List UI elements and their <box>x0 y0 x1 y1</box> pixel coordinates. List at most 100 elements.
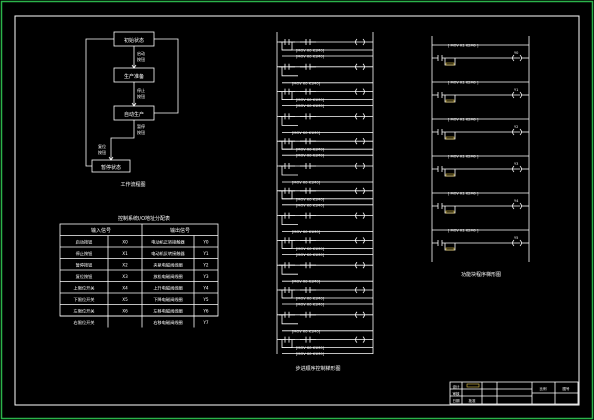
io-table-cell: Y4 <box>202 286 209 291</box>
flowchart-caption: 工作流程图 <box>120 181 145 188</box>
ladder-coil-label: Y3 <box>514 162 518 166</box>
ladder-instruction: [ MOV K1 K2M0 ] <box>448 81 479 85</box>
flowchart: 初始状态 生产准备 自动生产 暂停状态 启动 按钮 停止 按钮 暂停 按钮 复位… <box>85 31 179 188</box>
ladder-coil-label: Y0 <box>514 51 518 55</box>
io-header-output: 输出信号 <box>170 227 190 234</box>
io-table-cell: Y7 <box>202 320 209 325</box>
io-table-cell: 电动机反转接触器 <box>151 250 185 257</box>
io-table-cell: X6 <box>122 309 128 314</box>
io-table-title: 控制系统I/O地址分配表 <box>118 215 170 222</box>
ladder-instruction: [MOV K0 K1M0] <box>296 49 325 53</box>
io-table-cell: X1 <box>122 251 128 256</box>
io-table-cell: 放松电磁阀线圈 <box>153 273 182 280</box>
title-block-cell-3: 比例 <box>540 386 548 391</box>
io-table-cell: 启动按钮 <box>76 239 93 246</box>
flow-side-label-1b: 按钮 <box>137 56 145 62</box>
ladder-contact <box>300 237 316 244</box>
io-table-cell: 下限位开关 <box>74 296 95 303</box>
ladder-coil-label: Y2 <box>514 125 518 129</box>
io-table-cell: 左限位开关 <box>74 308 95 315</box>
ladder-coil-label: Y1 <box>514 88 518 92</box>
ladder-contact <box>300 163 316 169</box>
io-table-cell: 下降电磁阀线圈 <box>153 296 182 303</box>
flow-side-label-3b: 按钮 <box>137 129 145 135</box>
ladder-coil <box>355 88 365 95</box>
io-table-cell: 暂停按钮 <box>76 262 93 269</box>
ladder-coil <box>355 38 365 46</box>
flow-side-label-2b: 按钮 <box>137 93 145 99</box>
ladder-instruction: [ MOV K1 K2M0 ] <box>448 192 479 196</box>
flow-side-label-3a: 暂停 <box>137 123 145 129</box>
title-block-cell-5: 日期 <box>453 398 461 403</box>
io-table-cell: X4 <box>122 286 128 291</box>
ladder-coil <box>355 286 365 294</box>
io-table-cell: 停止按钮 <box>76 250 93 257</box>
ladder-contact <box>300 39 316 45</box>
io-table-cell: 右移电磁阀线圈 <box>153 319 182 326</box>
flow-box-2-label: 生产准备 <box>124 73 144 80</box>
ladder-instruction: [ MOV K1 K2M0 ] <box>448 44 479 48</box>
ladder-instruction: [MOV K0 K1M0] <box>296 154 325 158</box>
ladder-instruction: [MOV K0 K1M0] <box>296 346 325 350</box>
ladder-instruction: [MOV K0 K1M0] <box>296 104 325 108</box>
flow-side-label-4a: 复位 <box>98 143 106 149</box>
ladder-left: [MOV K0 K1M0] [MOV K0 K1M0] [MOV K0 K1M0] [… <box>276 32 374 372</box>
ladder-contact <box>300 113 316 120</box>
ladder-instruction: [MOV K0 K1M0] <box>292 131 321 135</box>
io-table-cell: 复位按钮 <box>76 273 93 280</box>
ladder-coil <box>355 137 365 145</box>
ladder-instruction: [ MOV K1 K2M0 ] <box>448 229 479 233</box>
io-table-cell: X3 <box>122 274 128 279</box>
ladder-instruction: [MOV K0 K1M0] <box>296 352 325 356</box>
title-block-cell-1: 设计 <box>453 384 461 389</box>
io-table-cell: Y2 <box>202 263 209 268</box>
ladder-contact <box>300 187 316 194</box>
ladder-coil <box>355 336 365 343</box>
ladder-instruction: [ MOV K1 K2M0 ] <box>448 118 479 122</box>
flow-box-1-label: 初始状态 <box>124 37 144 44</box>
io-table-cell: 上升电磁阀线圈 <box>153 285 182 292</box>
io-table-cell: 电动机正转接触器 <box>151 239 185 246</box>
ladder-instruction: [MOV K0 K1M0] <box>296 203 325 207</box>
ladder-coil <box>355 237 365 244</box>
ladder-coil <box>355 212 365 219</box>
ladder-coil-label: Y4 <box>514 199 519 203</box>
ladder-coil <box>355 162 365 170</box>
flow-side-label-2a: 停止 <box>137 87 145 93</box>
ladder-instruction: [MOV K0 K1M0] <box>296 297 325 301</box>
flow-box-4-label: 暂停状态 <box>101 164 121 171</box>
ladder-instruction: [MOV K0 K1M0] <box>292 329 321 333</box>
io-table-cell: X0 <box>122 240 128 245</box>
io-table-cell: Y1 <box>202 251 209 256</box>
ladder-coil <box>355 63 365 71</box>
ladder-instruction: [MOV K0 K1M0] <box>296 98 325 102</box>
io-table-cell: 夹紧电磁阀线圈 <box>153 262 182 269</box>
flow-box-3-label: 自动生产 <box>124 111 144 118</box>
ladder-instruction: [MOV K0 K1M0] <box>296 253 325 257</box>
ladder-instruction: [MOV K0 K1M0] <box>296 148 325 152</box>
io-table-cell: Y6 <box>202 309 209 314</box>
ladder-instruction: [ MOV K1 K2M0 ] <box>448 155 479 159</box>
io-table-cell: X2 <box>122 263 128 268</box>
io-table-cell: Y5 <box>202 297 209 302</box>
ladder-right: [ MOV K1 K2M0 ] Y0 [ MOV K1 K2M0 ] Y1 [ MOV … <box>431 36 530 278</box>
ladder-contact <box>300 262 316 269</box>
ladder-coil-label: Y5 <box>514 236 518 240</box>
ladder-contact <box>300 88 316 95</box>
ladder-instruction: [MOV K0 K1M0] <box>296 55 325 59</box>
io-table-cell: Y0 <box>202 240 209 245</box>
ladder-instruction: [MOV K0 K1M0] <box>296 303 325 307</box>
ladder-coil <box>355 261 365 269</box>
ladder-instruction: [MOV K0 K1M0] <box>292 181 321 185</box>
ladder-instruction: [MOV K0 K1M0] <box>296 197 325 201</box>
io-header-input: 输入信号 <box>91 227 111 234</box>
ladder-instruction: [MOV K0 K1M0] <box>292 280 321 284</box>
ladder-instruction: [MOV K0 K1M0] <box>292 230 321 234</box>
title-block-cell-6: 批准 <box>469 398 477 403</box>
flow-side-label-4b: 按钮 <box>98 149 106 155</box>
ladder-instruction: [MOV K0 K1M0] <box>296 247 325 251</box>
ladder-contact <box>300 311 316 318</box>
